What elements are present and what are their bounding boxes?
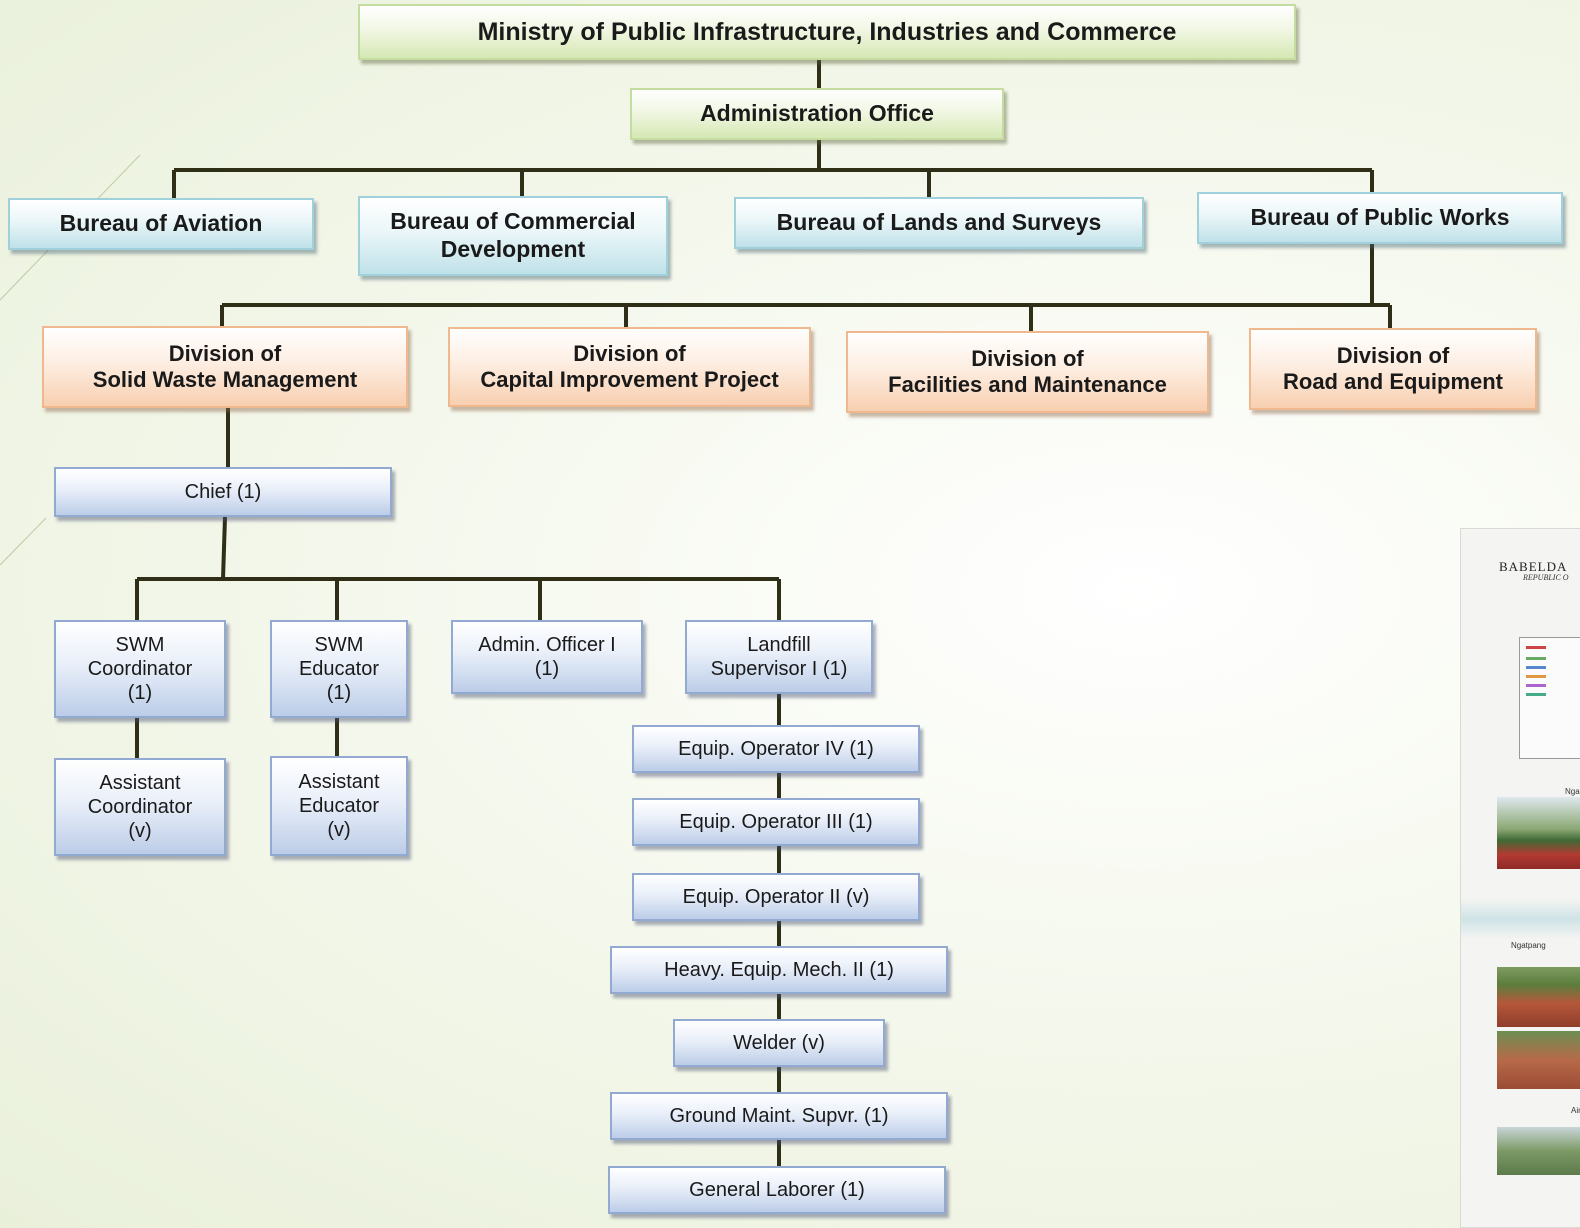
equip-operator-ii-box: Equip. Operator II (v) [632,873,920,921]
assistant-educator-box: Assistant Educator (v) [270,756,408,856]
swm-educator-box: SWM Educator (1) [270,620,408,718]
equip-operator-iii-box: Equip. Operator III (1) [632,798,920,846]
site-photo-2 [1497,967,1580,1027]
division-facilities-maintenance-box: Division of Facilities and Maintenance [846,331,1209,413]
swm-coordinator-box: SWM Coordinator (1) [54,620,226,718]
assistant-coordinator-box: Assistant Coordinator (v) [54,758,226,856]
ground-maintenance-supervisor-box: Ground Maint. Supvr. (1) [610,1092,948,1140]
map-title: BABELDA [1499,559,1568,574]
landfill-supervisor-box: Landfill Supervisor I (1) [685,620,873,694]
photo-label-2: Ngatpang [1511,941,1546,950]
equip-operator-iv-box: Equip. Operator IV (1) [632,725,920,773]
general-laborer-box: General Laborer (1) [608,1166,946,1214]
photo-label-3: Airr [1571,1106,1580,1115]
site-photo-4 [1497,1127,1580,1175]
chief-box: Chief (1) [54,467,392,517]
division-solid-waste-box: Division of Solid Waste Management [42,326,408,408]
site-photo-3 [1497,1031,1580,1089]
bureau-lands-surveys-box: Bureau of Lands and Surveys [734,197,1144,249]
map-wave-decoration [1461,899,1580,939]
map-legend [1519,637,1580,759]
map-document-thumbnail: BABELDA REPUBLIC O Nga Ngatpang Airr [1460,528,1580,1228]
administration-office-box: Administration Office [630,88,1004,140]
division-road-equipment-box: Division of Road and Equipment [1249,328,1537,410]
site-photo-1 [1497,797,1580,869]
map-subtitle: REPUBLIC O [1523,573,1569,582]
bureau-commercial-development-box: Bureau of Commercial Development [358,196,668,276]
admin-officer-box: Admin. Officer I (1) [451,620,643,694]
division-capital-improvement-box: Division of Capital Improvement Project [448,327,811,407]
bureau-public-works-box: Bureau of Public Works [1197,192,1563,244]
heavy-equip-mechanic-box: Heavy. Equip. Mech. II (1) [610,946,948,994]
bureau-aviation-box: Bureau of Aviation [8,198,314,250]
ministry-box: Ministry of Public Infrastructure, Indus… [358,4,1296,60]
welder-box: Welder (v) [673,1019,885,1067]
photo-label-1: Nga [1565,787,1580,796]
